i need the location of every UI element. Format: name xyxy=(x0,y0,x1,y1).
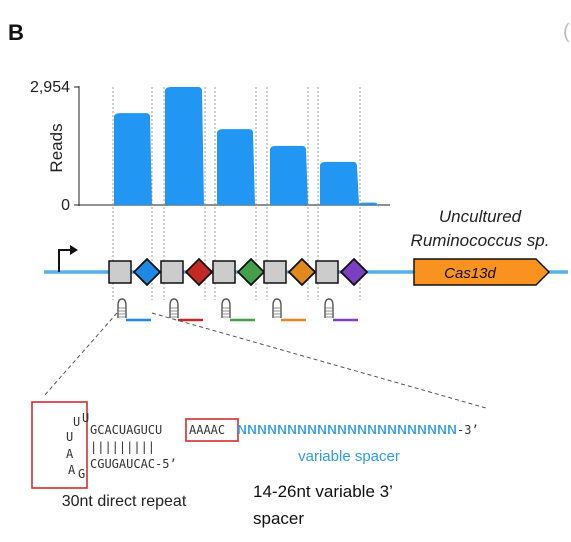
repeat-top-strand: GCACUAGUCU xyxy=(90,423,162,437)
loop-base-top1: U xyxy=(73,415,80,429)
y-axis-label: Reads xyxy=(47,123,66,172)
loop-highlight-box xyxy=(31,401,88,489)
coverage-bar xyxy=(320,161,359,205)
loop-base-left1: U xyxy=(66,430,73,444)
spacer-diamond xyxy=(287,257,317,287)
edge-mark: ( xyxy=(563,21,570,43)
repeat-bottom-strand: CGUGAUCAC-5’ xyxy=(90,457,177,471)
loop-base-bottom1: A xyxy=(68,463,76,477)
coverage-bar xyxy=(165,87,204,205)
repeat-box xyxy=(160,260,184,284)
y-tick-label-max: 2,954 xyxy=(30,79,70,96)
organism-line-2: Ruminococcus sp. xyxy=(411,231,550,250)
variable-3prime-label-line1: 14-26nt variable 3’ xyxy=(253,482,393,501)
repeat-box xyxy=(315,260,339,284)
crrna-hairpin-icon xyxy=(272,298,306,322)
loop-base-left2: A xyxy=(66,447,74,461)
y-tick-label-zero: 0 xyxy=(61,197,70,214)
coverage-bars xyxy=(114,87,380,207)
coverage-bar xyxy=(217,129,255,205)
zoom-line-left xyxy=(43,312,118,397)
processed-crrnas xyxy=(117,298,358,322)
cas13d-gene xyxy=(413,258,551,286)
crrna-hairpin-icon xyxy=(324,298,358,322)
loop-base-bottom2: G xyxy=(78,467,85,481)
crispr-array xyxy=(108,257,369,287)
organism-line-1: Uncultured xyxy=(439,207,522,226)
zoom-line-right xyxy=(151,312,487,409)
spacer-diamond xyxy=(184,257,214,287)
crispr-locus: Cas13d Uncultured Ruminococcus sp. xyxy=(44,207,568,322)
panel-label: B xyxy=(8,20,24,45)
spacer-diamond xyxy=(339,257,369,287)
variable-3prime-label-line2: spacer xyxy=(253,509,304,528)
direct-repeat-label: 30nt direct repeat xyxy=(62,493,187,510)
spacer-diamond xyxy=(132,257,162,287)
coverage-bar xyxy=(270,145,308,205)
repeat-box xyxy=(108,260,132,284)
coverage-bar xyxy=(357,202,380,207)
spacer-sequence: NNNNNNNNNNNNNNNNNNNNNN xyxy=(237,423,457,437)
variable-spacer-label: variable spacer xyxy=(298,448,400,465)
loop-base-top2: U xyxy=(82,411,89,425)
spacer-diamond xyxy=(236,257,266,287)
boxed-motif: AAAAC xyxy=(189,423,225,437)
promoter-arrowhead-icon xyxy=(70,245,78,255)
motif-highlight-box xyxy=(185,418,239,442)
crrna-hairpin-icon xyxy=(221,298,255,322)
crrna-hairpin-icon xyxy=(169,298,203,322)
promoter-arrow-icon xyxy=(58,249,71,272)
repeat-box xyxy=(212,260,236,284)
gene-label: Cas13d xyxy=(444,265,496,282)
coverage-bar xyxy=(114,113,152,205)
repeat-box xyxy=(263,260,287,284)
crrna-structure: U U U A A G GCACUAGUCU AAAAC NNNNNNNNNNN… xyxy=(31,401,479,528)
crrna-hairpin-icon xyxy=(117,298,151,322)
base-pairing: ||||||||| xyxy=(90,440,155,454)
three-prime-end: -3’ xyxy=(457,423,479,437)
